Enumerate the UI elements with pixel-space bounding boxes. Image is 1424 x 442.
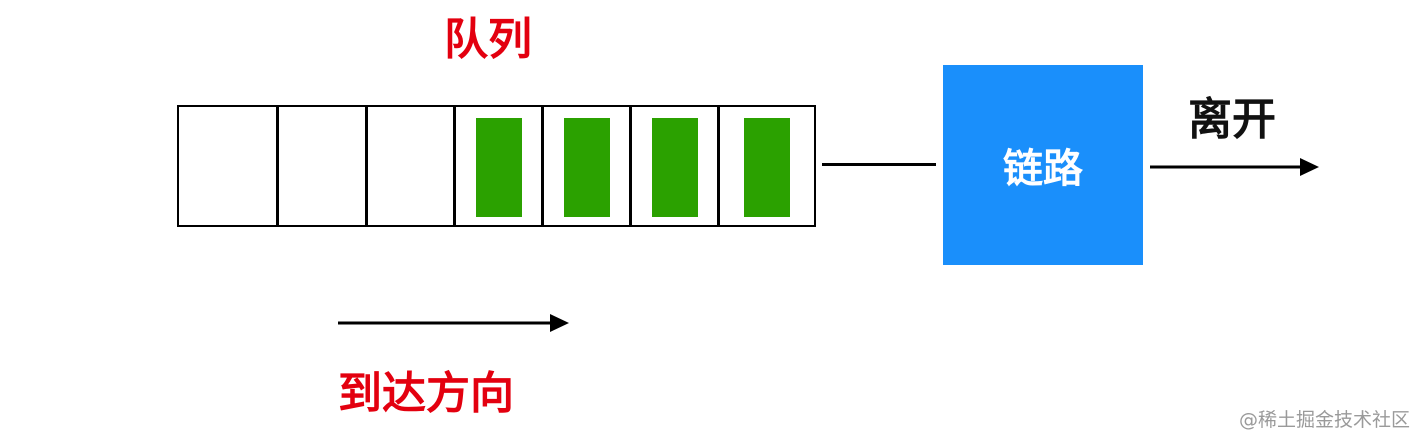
queue-slot [632,107,720,225]
arrival-direction-arrow [338,314,569,332]
leave-label: 离开 [1188,94,1276,145]
queue-buffer [177,105,816,227]
queued-packet [475,118,522,217]
queue-slot [720,107,814,225]
queue-slot [456,107,544,225]
queue-slot [544,107,632,225]
queued-packet [651,118,698,217]
link-box: 链路 [943,65,1143,265]
queue-to-link-line [822,163,936,166]
arrival-direction-label: 到达方向 [338,368,514,419]
queue-slot [368,107,456,225]
leave-arrow [1150,158,1319,176]
queue-slot [279,107,368,225]
queue-title: 队列 [444,14,532,65]
queue-slot [179,107,279,225]
queued-packet [563,118,610,217]
watermark: @稀土掘金技术社区 [1238,409,1410,431]
link-label: 链路 [1003,146,1083,192]
queued-packet [744,118,790,217]
